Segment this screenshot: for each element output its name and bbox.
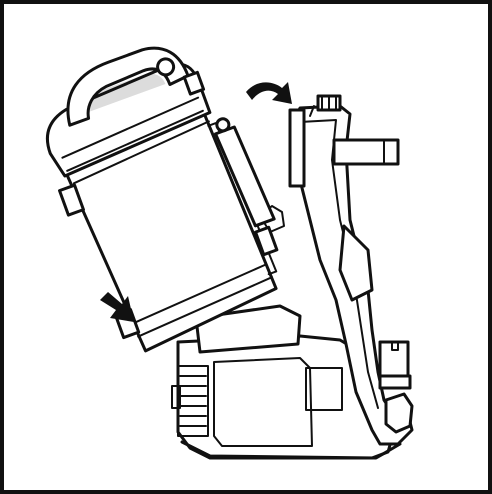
vent-grille [171,365,209,437]
dust-canister-icon [45,46,279,353]
curved-arrow-icon [246,82,292,104]
top-knob [316,94,342,112]
vacuum-base-icon [171,94,414,460]
arrow-icon [100,292,134,322]
front-connector [378,340,412,390]
instruction-illustration [45,46,414,460]
